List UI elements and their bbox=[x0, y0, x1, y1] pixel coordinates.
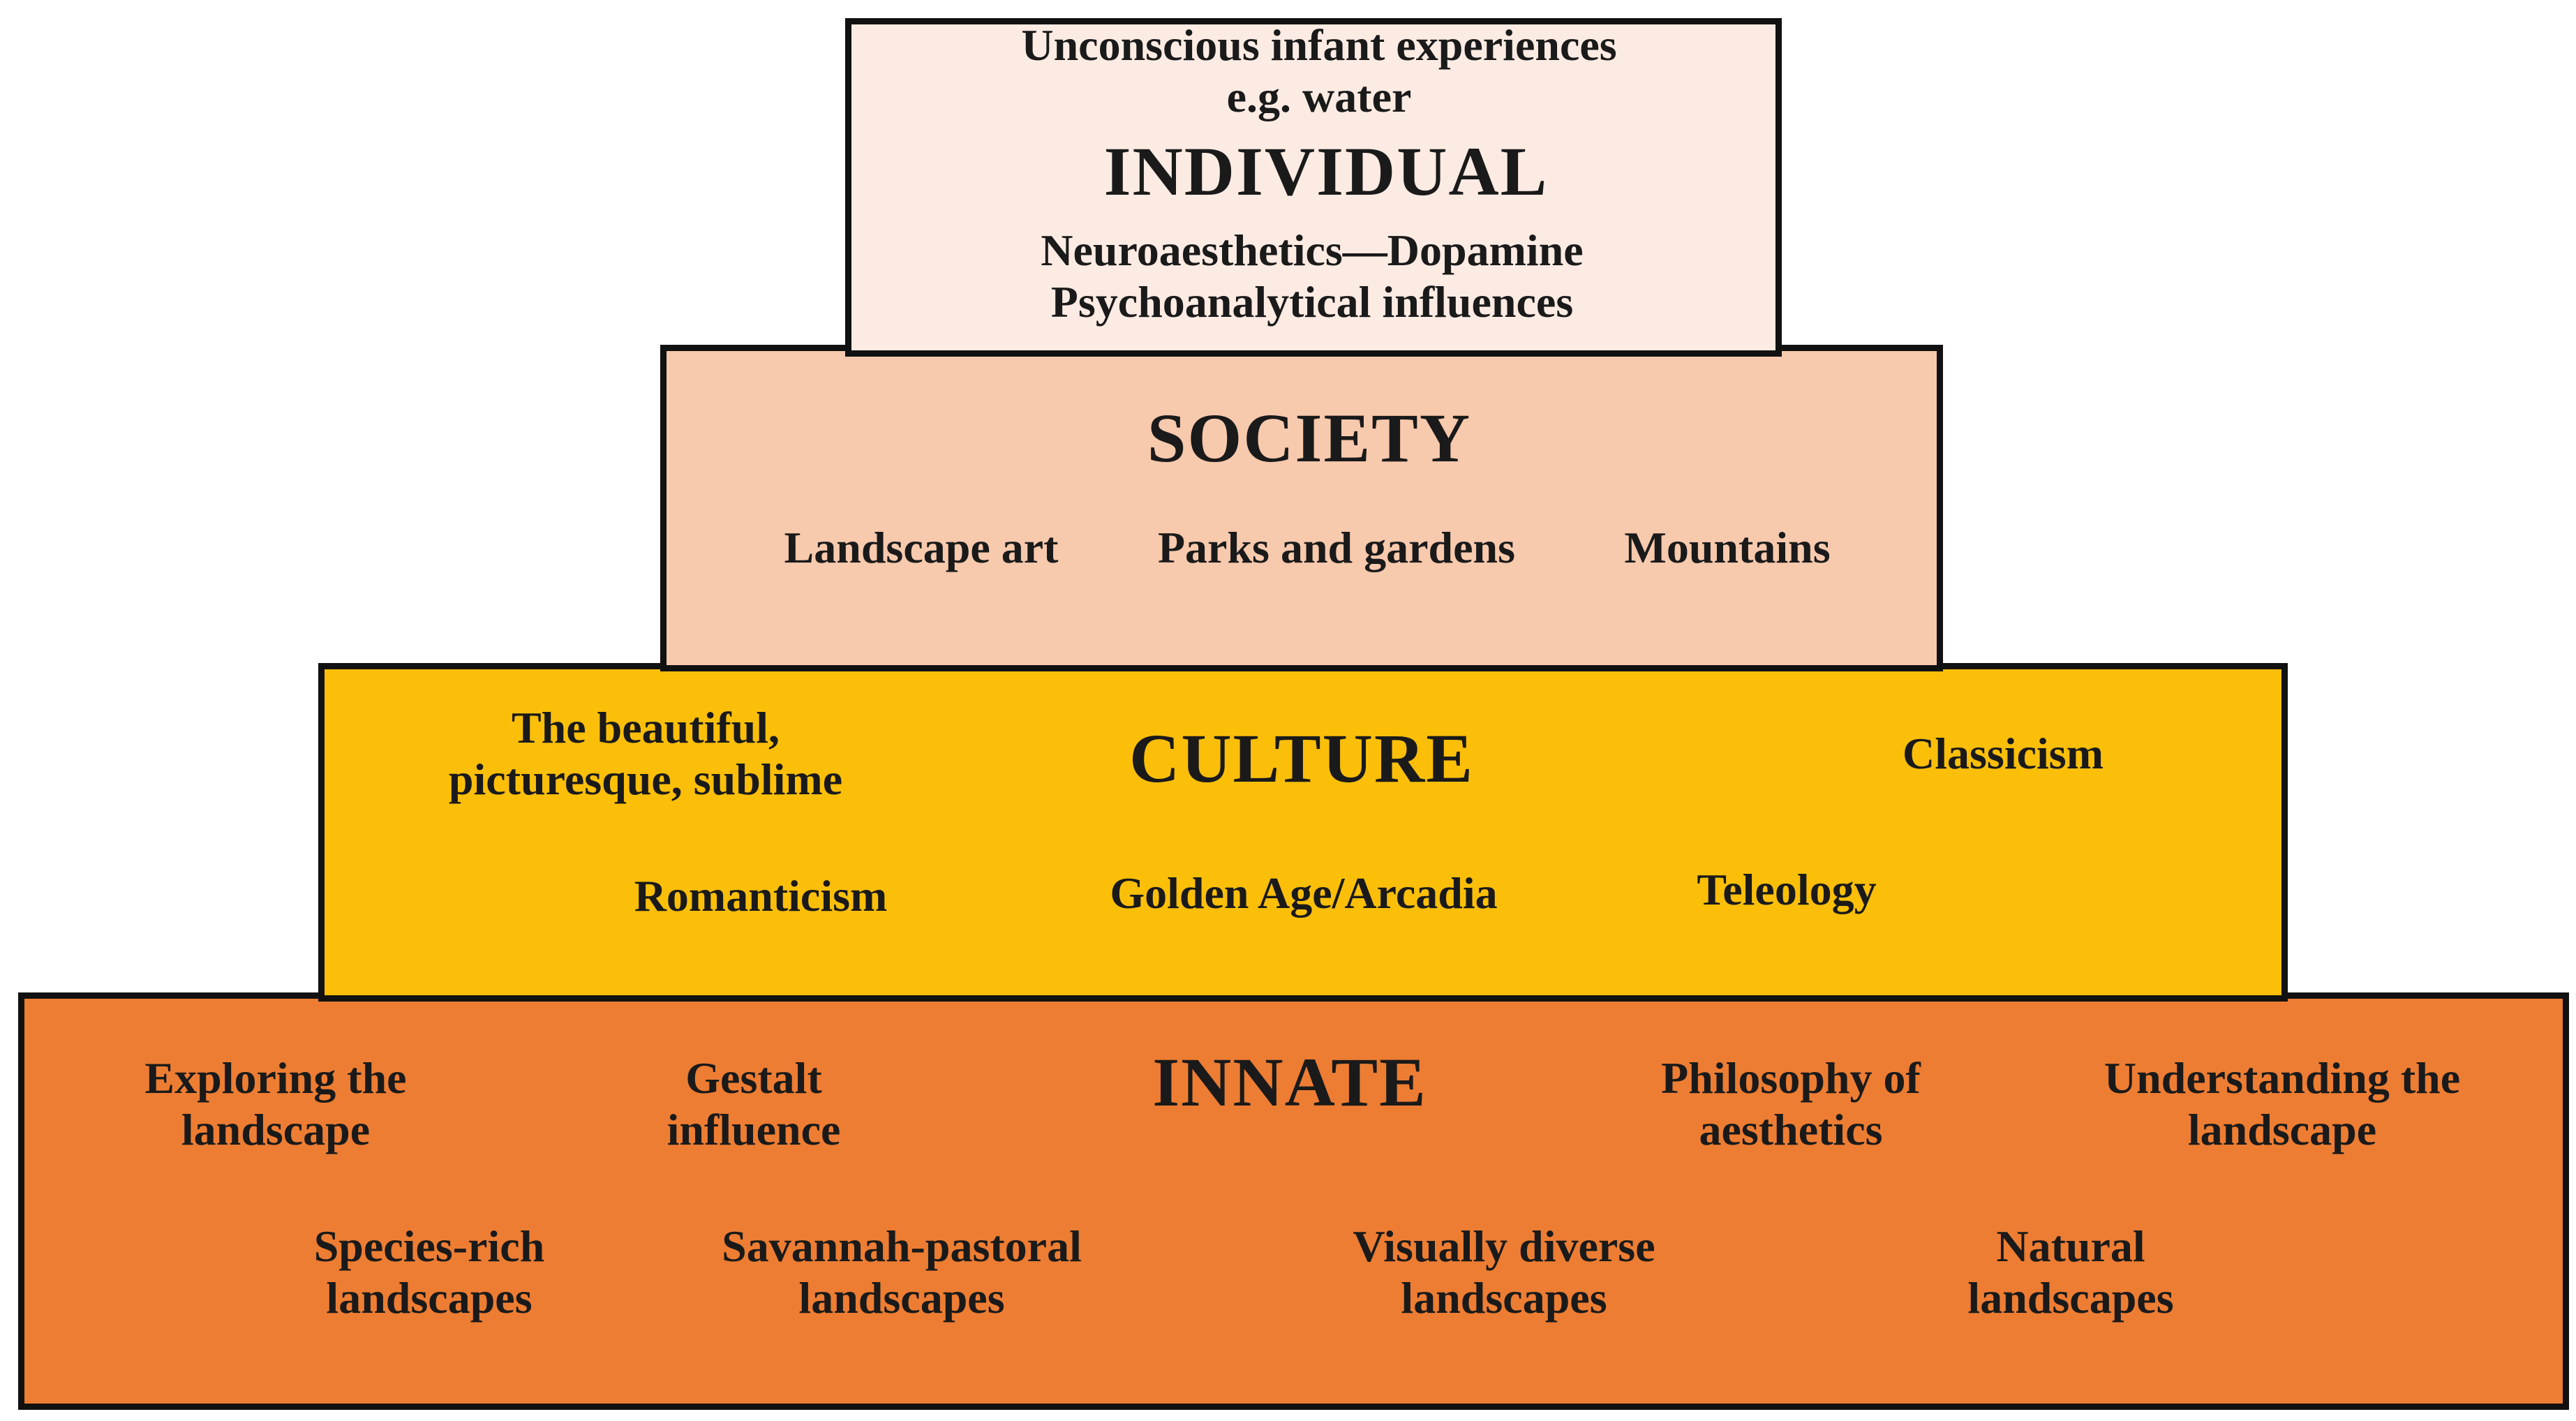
label-exploring-the-landscape: Exploring the landscape bbox=[144, 1052, 407, 1154]
label-teleology: Teleology bbox=[1697, 864, 1877, 914]
tier-society-heading: SOCIETY bbox=[1147, 399, 1472, 477]
tier-innate-heading: INNATE bbox=[1152, 1043, 1427, 1121]
label-golden-age-arcadia: Golden Age/Arcadia bbox=[1110, 868, 1498, 918]
label-philosophy-of-aesthetics: Philosophy of aesthetics bbox=[1661, 1052, 1921, 1154]
tier-individual bbox=[845, 18, 1782, 357]
label-unconscious-infant-experiences: Unconscious infant experiences e.g. wate… bbox=[1021, 20, 1617, 121]
label-natural-landscapes: Natural landscapes bbox=[1967, 1221, 2174, 1323]
tier-society bbox=[660, 345, 1943, 671]
tier-individual-heading: INDIVIDUAL bbox=[1103, 133, 1549, 210]
label-visually-diverse-landscapes: Visually diverse landscapes bbox=[1353, 1221, 1655, 1323]
label-landscape-art: Landscape art bbox=[784, 522, 1059, 572]
label-beautiful-picturesque-sublime: The beautiful, picturesque, sublime bbox=[448, 702, 843, 804]
label-romanticism: Romanticism bbox=[634, 870, 888, 921]
tier-culture bbox=[318, 663, 2288, 1002]
label-species-rich-landscapes: Species-rich landscapes bbox=[313, 1221, 545, 1323]
label-neuroaesthetics-psychoanalytical: Neuroaesthetics—Dopamine Psychoanalytica… bbox=[1041, 225, 1584, 327]
label-parks-and-gardens: Parks and gardens bbox=[1157, 522, 1516, 572]
label-mountains: Mountains bbox=[1624, 522, 1831, 572]
label-savannah-pastoral-landscapes: Savannah-pastoral landscapes bbox=[722, 1221, 1082, 1323]
label-classicism: Classicism bbox=[1903, 728, 2104, 778]
label-understanding-the-landscape: Understanding the landscape bbox=[2104, 1052, 2461, 1154]
tier-culture-heading: CULTURE bbox=[1129, 720, 1474, 797]
label-gestalt-influence: Gestalt influence bbox=[667, 1052, 841, 1154]
